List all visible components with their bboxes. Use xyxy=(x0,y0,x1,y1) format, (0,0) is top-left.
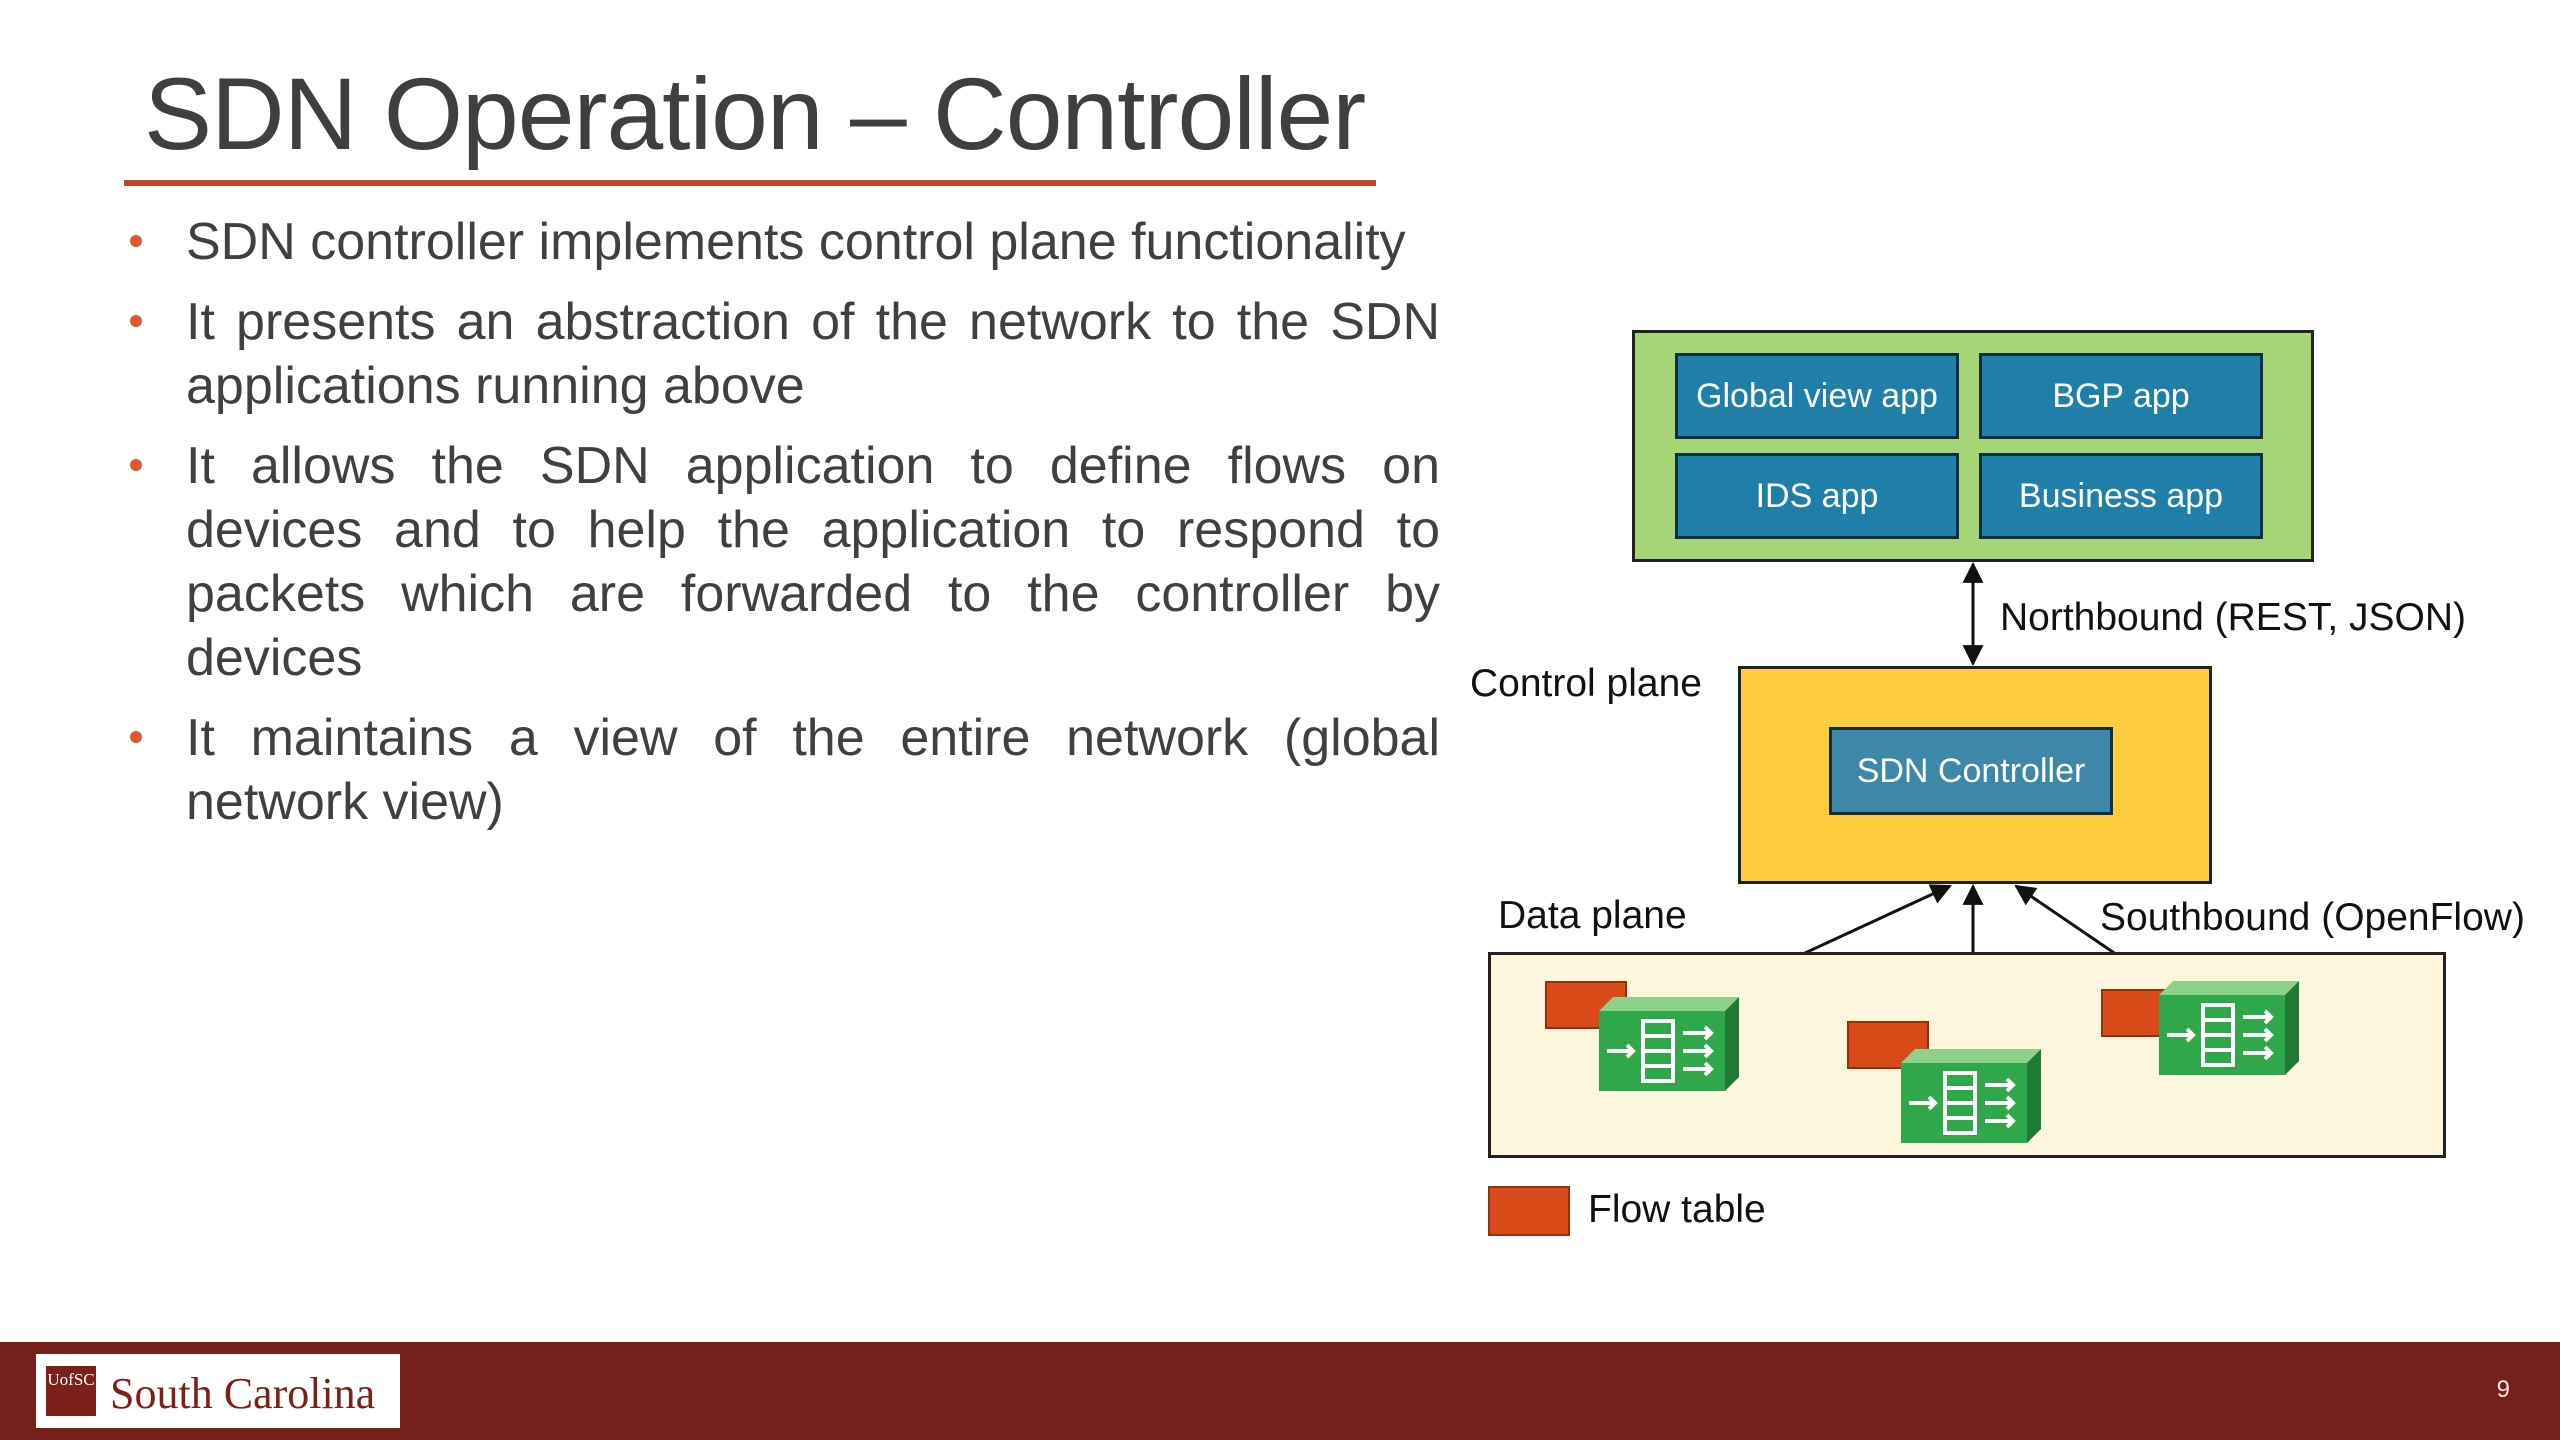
app-box-ids: IDS app xyxy=(1675,453,1959,539)
data-plane-label: Data plane xyxy=(1498,894,1687,937)
bullet-marker xyxy=(130,731,142,743)
applications-layer: Global view app BGP app IDS app Business… xyxy=(1632,330,2314,562)
switch-icon xyxy=(1901,1049,2041,1143)
bullet-text: It maintains a view of the entire networ… xyxy=(186,709,1440,831)
sdn-architecture-diagram: Global view app BGP app IDS app Business… xyxy=(1470,320,2560,1260)
flow-table-legend-label: Flow table xyxy=(1588,1188,1766,1231)
northbound-label: Northbound (REST, JSON) xyxy=(2000,596,2467,639)
university-logo: UofSC South Carolina xyxy=(36,1354,400,1428)
flow-table-icon xyxy=(1847,1021,1929,1069)
flow-table-legend-swatch xyxy=(1488,1186,1570,1236)
bullet-item: It allows the SDN application to define … xyxy=(120,434,1440,690)
page-number: 9 xyxy=(2496,1376,2510,1403)
footer-bar: UofSC South Carolina 9 xyxy=(0,1342,2560,1440)
bullet-list: SDN controller implements control plane … xyxy=(120,210,1440,850)
bullet-marker xyxy=(130,235,142,247)
app-box-business: Business app xyxy=(1979,453,2263,539)
control-plane-label: Control plane xyxy=(1470,662,1702,705)
app-box-bgp: BGP app xyxy=(1979,353,2263,439)
slide-title: SDN Operation – Controller xyxy=(144,57,1366,171)
bullet-marker xyxy=(130,459,142,471)
bullet-item: SDN controller implements control plane … xyxy=(120,210,1440,274)
bullet-text: It presents an abstraction of the networ… xyxy=(186,293,1440,415)
logo-seal: UofSC xyxy=(46,1366,96,1416)
bullet-marker xyxy=(130,315,142,327)
switch-icon xyxy=(2159,981,2299,1075)
title-underline xyxy=(124,180,1376,186)
southbound-label: Southbound (OpenFlow) xyxy=(2100,896,2525,939)
switch-icon xyxy=(1599,997,1739,1091)
bullet-item: It maintains a view of the entire networ… xyxy=(120,706,1440,834)
logo-wordmark: South Carolina xyxy=(110,1369,376,1418)
control-plane-box: SDN Controller xyxy=(1738,666,2212,884)
bullet-text: SDN controller implements control plane … xyxy=(186,213,1406,271)
bullet-text: It allows the SDN application to define … xyxy=(186,437,1440,687)
data-plane-box xyxy=(1488,952,2446,1158)
sdn-controller-box: SDN Controller xyxy=(1829,727,2113,815)
app-box-global-view: Global view app xyxy=(1675,353,1959,439)
bullet-item: It presents an abstraction of the networ… xyxy=(120,290,1440,418)
